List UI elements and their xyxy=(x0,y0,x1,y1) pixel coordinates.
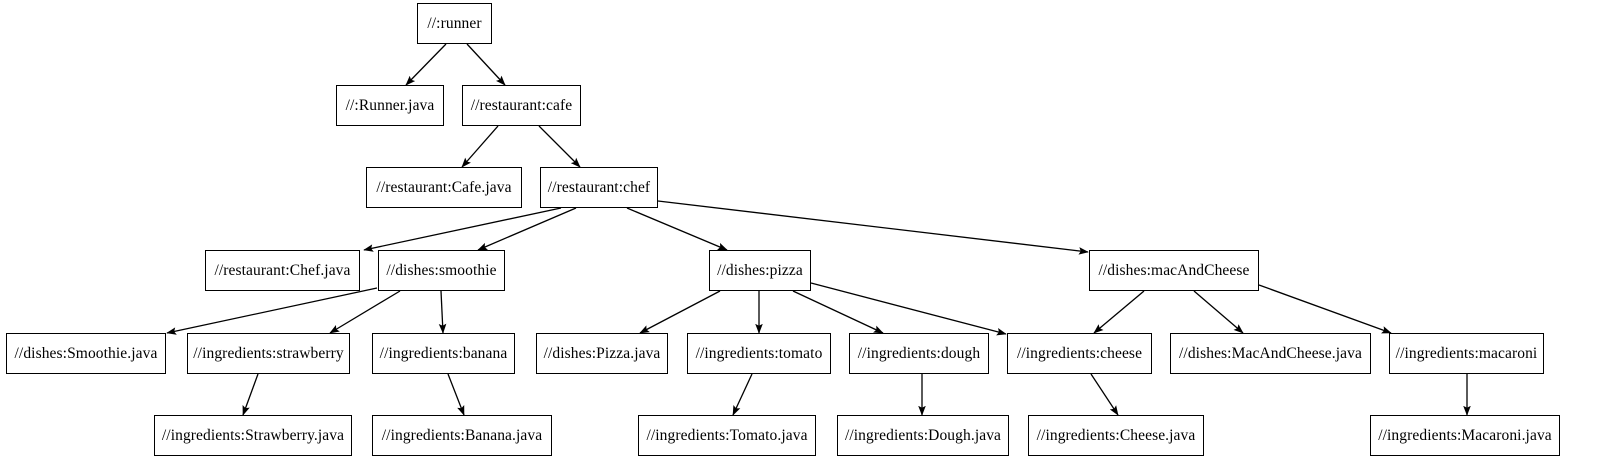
graph-node-ing_strawberry[interactable]: //ingredients:strawberry xyxy=(187,333,350,374)
graph-node-dishes_pizza[interactable]: //dishes:pizza xyxy=(709,250,811,291)
graph-node-ing_macaroni[interactable]: //ingredients:macaroni xyxy=(1389,333,1544,374)
node-label: //ingredients:Strawberry.java xyxy=(161,426,345,444)
graph-node-strawberry_java[interactable]: //ingredients:Strawberry.java xyxy=(154,415,352,456)
node-label: //restaurant:cafe xyxy=(470,96,573,114)
graph-node-restaurant_cafe[interactable]: //restaurant:cafe xyxy=(462,85,581,126)
node-label: //restaurant:chef xyxy=(547,178,651,196)
node-label: //ingredients:Dough.java xyxy=(844,426,1002,444)
node-label: //dishes:smoothie xyxy=(386,261,497,279)
graph-node-macaroni_java[interactable]: //ingredients:Macaroni.java xyxy=(1370,415,1560,456)
graph-node-banana_java[interactable]: //ingredients:Banana.java xyxy=(372,415,552,456)
node-label: //ingredients:strawberry xyxy=(193,344,344,362)
graph-node-ing_tomato[interactable]: //ingredients:tomato xyxy=(687,333,831,374)
node-label: //ingredients:tomato xyxy=(695,344,823,362)
node-label: //ingredients:Cheese.java xyxy=(1036,426,1196,444)
graph-node-cheese_java[interactable]: //ingredients:Cheese.java xyxy=(1028,415,1204,456)
node-label: //ingredients:Banana.java xyxy=(381,426,543,444)
graph-node-tomato_java[interactable]: //ingredients:Tomato.java xyxy=(638,415,816,456)
graph-node-dishes_mac[interactable]: //dishes:macAndCheese xyxy=(1089,250,1259,291)
graph-node-chef_java[interactable]: //restaurant:Chef.java xyxy=(205,250,360,291)
graph-node-ing_cheese[interactable]: //ingredients:cheese xyxy=(1007,333,1152,374)
node-label: //ingredients:Tomato.java xyxy=(646,426,808,444)
graph-node-ing_dough[interactable]: //ingredients:dough xyxy=(849,333,989,374)
graph-node-dishes_smoothie[interactable]: //dishes:smoothie xyxy=(378,250,505,291)
graph-node-mac_java[interactable]: //dishes:MacAndCheese.java xyxy=(1170,333,1371,374)
node-label: //dishes:pizza xyxy=(717,261,803,279)
node-label: //ingredients:dough xyxy=(857,344,981,362)
graph-node-smoothie_java[interactable]: //dishes:Smoothie.java xyxy=(6,333,166,374)
node-label: //dishes:Smoothie.java xyxy=(14,344,158,362)
graph-node-pizza_java[interactable]: //dishes:Pizza.java xyxy=(536,333,668,374)
node-label: //ingredients:Macaroni.java xyxy=(1378,426,1552,444)
node-label: //:Runner.java xyxy=(345,96,435,114)
graph-node-runner_java[interactable]: //:Runner.java xyxy=(336,85,444,126)
graph-node-cafe_java[interactable]: //restaurant:Cafe.java xyxy=(366,167,522,208)
node-label: //ingredients:macaroni xyxy=(1395,344,1538,362)
node-label: //restaurant:Chef.java xyxy=(214,261,351,279)
node-label: //ingredients:cheese xyxy=(1016,344,1143,362)
node-label: //restaurant:Cafe.java xyxy=(376,178,512,196)
graph-node-ing_banana[interactable]: //ingredients:banana xyxy=(372,333,515,374)
graph-node-runner[interactable]: //:runner xyxy=(417,3,492,44)
node-label: //dishes:macAndCheese xyxy=(1098,261,1250,279)
graph-node-dough_java[interactable]: //ingredients:Dough.java xyxy=(837,415,1009,456)
node-label: //ingredients:banana xyxy=(379,344,508,362)
node-label: //:runner xyxy=(427,14,482,32)
graph-node-restaurant_chef[interactable]: //restaurant:chef xyxy=(540,167,658,208)
node-label: //dishes:MacAndCheese.java xyxy=(1179,344,1362,362)
node-label: //dishes:Pizza.java xyxy=(543,344,661,362)
